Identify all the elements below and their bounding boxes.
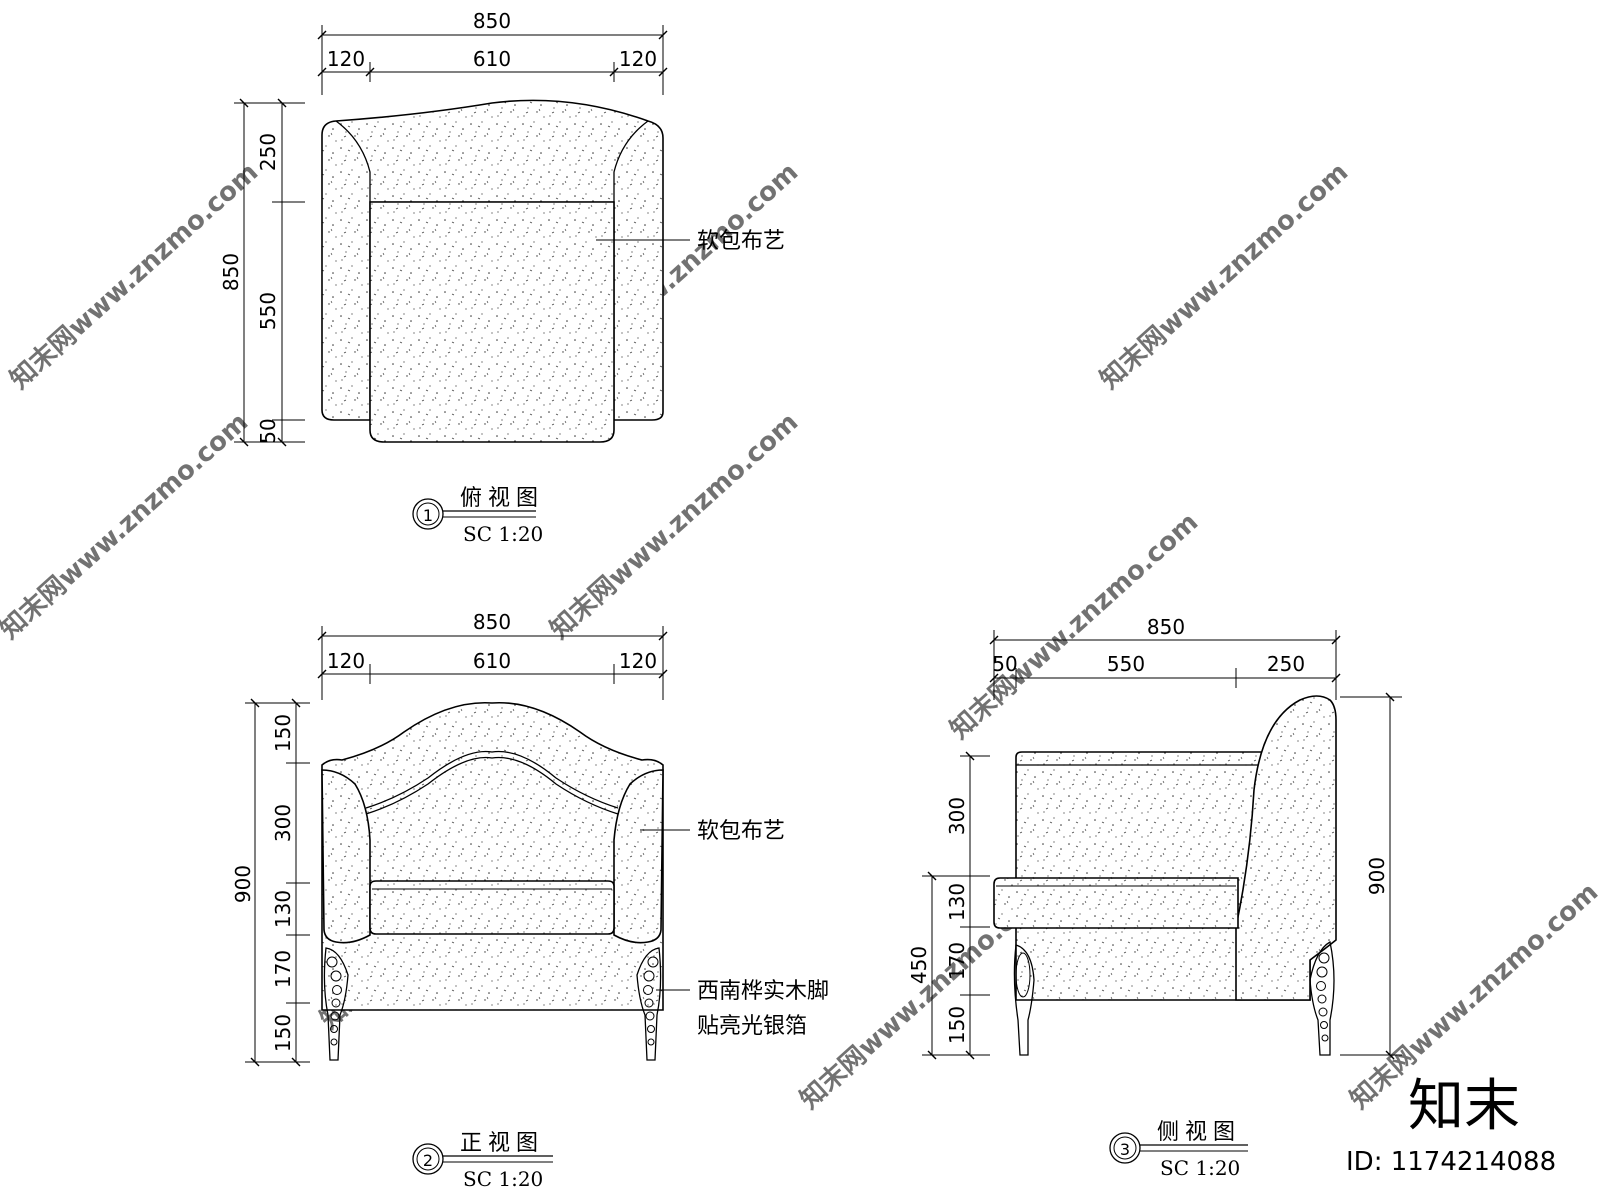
top-view-width-dimensions: 850 120 610 120 xyxy=(317,9,668,95)
side-view-title-block: 3 侧视图 SC 1:20 xyxy=(1109,1120,1248,1180)
top-view-sofa-outline xyxy=(321,99,664,443)
dimension-label: 610 xyxy=(473,649,511,673)
front-view-sofa-outline xyxy=(321,701,664,1061)
top-view: 850 120 610 120 850 250 550 50 xyxy=(219,9,785,546)
dimension-label: 120 xyxy=(619,649,657,673)
view-number: 2 xyxy=(423,1151,433,1170)
side-front-leg xyxy=(1013,944,1035,1056)
leg-callout-line2: 贴亮光银箔 xyxy=(697,1014,807,1039)
dimension-label: 850 xyxy=(219,253,243,291)
dimension-label: 900 xyxy=(231,865,255,903)
dimension-label: 850 xyxy=(473,9,511,33)
leg-callout-line1: 西南桦实木脚 xyxy=(697,979,829,1004)
side-view-title: 侧视图 xyxy=(1157,1120,1241,1145)
dimension-label: 50 xyxy=(992,652,1017,676)
dimension-label: 450 xyxy=(907,946,931,984)
front-view-title: 正视图 xyxy=(460,1131,544,1156)
watermark-tile: 知末网www.znzmo.com xyxy=(0,407,254,645)
top-view-title-block: 1 俯视图 SC 1:20 xyxy=(412,486,544,546)
dimension-label: 50 xyxy=(256,418,280,443)
side-back-leg xyxy=(1309,940,1335,1056)
dimension-label: 170 xyxy=(271,950,295,988)
top-view-scale: SC 1:20 xyxy=(463,522,543,546)
dimension-label: 120 xyxy=(619,47,657,71)
dimension-label: 130 xyxy=(271,890,295,928)
top-view-fabric-callout: 软包布艺 xyxy=(596,229,785,254)
side-view-depth-dimensions: 850 50 550 250 xyxy=(989,615,1341,700)
side-view-height-dimensions: 450 300 130 170 150 900 xyxy=(907,692,1402,1060)
watermark-tiles: 知末网www.znzmo.com 知末网www.znzmo.com 知末网www… xyxy=(0,157,1600,1115)
corner-watermark: 知末 ID: 1174214088 xyxy=(1346,1074,1556,1177)
dimension-label: 150 xyxy=(945,1006,969,1044)
view-number: 3 xyxy=(1120,1140,1130,1159)
side-view-sofa-outline xyxy=(993,695,1337,1056)
front-view-height-dimensions: 900 150 300 130 170 150 xyxy=(231,698,310,1067)
front-view-fabric-callout: 软包布艺 xyxy=(640,819,785,844)
dimension-label: 150 xyxy=(271,714,295,752)
dimension-label: 610 xyxy=(473,47,511,71)
front-right-leg xyxy=(636,947,662,1061)
image-id-label: ID: 1174214088 xyxy=(1346,1147,1556,1177)
dimension-label: 250 xyxy=(256,133,280,171)
front-view-title-block: 2 正视图 SC 1:20 xyxy=(412,1131,553,1191)
dimension-label: 150 xyxy=(271,1014,295,1052)
fabric-callout-label: 软包布艺 xyxy=(697,819,785,844)
dimension-label: 130 xyxy=(945,883,969,921)
dimension-label: 120 xyxy=(327,47,365,71)
dimension-label: 250 xyxy=(1267,652,1305,676)
brand-logo-text: 知末 xyxy=(1408,1074,1520,1139)
front-view: 850 120 610 120 900 150 300 130 170 150 xyxy=(231,610,829,1191)
dimension-label: 850 xyxy=(473,610,511,634)
dimension-label: 170 xyxy=(945,942,969,980)
top-view-title: 俯视图 xyxy=(460,486,544,511)
dimension-label: 300 xyxy=(271,804,295,842)
side-view: 850 50 550 250 450 300 130 170 150 900 xyxy=(907,615,1402,1180)
front-view-width-dimensions: 850 120 610 120 xyxy=(317,610,668,700)
watermark-tile: 知末网www.znzmo.com xyxy=(545,407,805,645)
dimension-label: 850 xyxy=(1147,615,1185,639)
dimension-label: 900 xyxy=(1365,857,1389,895)
watermark-tile: 知末网www.znzmo.com xyxy=(1095,157,1355,395)
dimension-label: 550 xyxy=(1107,652,1145,676)
dimension-label: 550 xyxy=(256,292,280,330)
front-left-leg xyxy=(323,947,349,1061)
front-view-leg-callout: 西南桦实木脚 贴亮光银箔 xyxy=(656,979,829,1039)
fabric-callout-label: 软包布艺 xyxy=(697,229,785,254)
side-view-scale: SC 1:20 xyxy=(1160,1156,1240,1180)
dimension-label: 120 xyxy=(327,649,365,673)
front-view-scale: SC 1:20 xyxy=(463,1167,543,1191)
dimension-label: 300 xyxy=(945,797,969,835)
view-number: 1 xyxy=(423,506,433,525)
top-view-depth-dimensions: 850 250 550 50 xyxy=(219,98,305,447)
